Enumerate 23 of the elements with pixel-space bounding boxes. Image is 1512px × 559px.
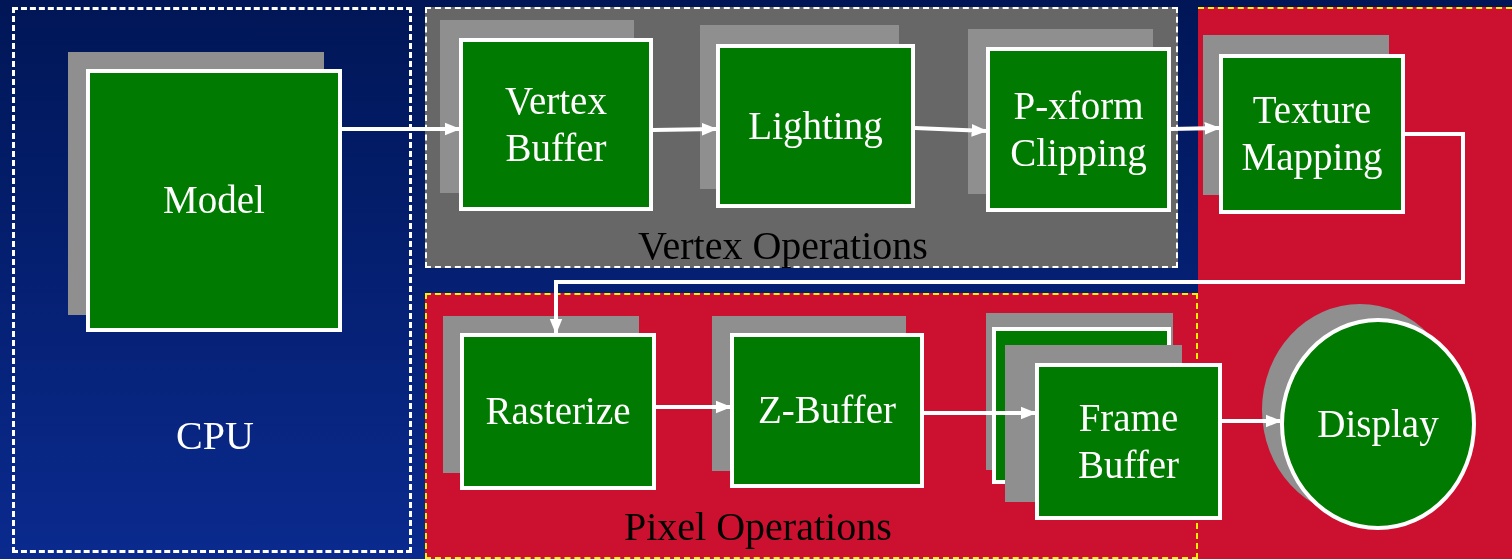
region-panel — [12, 7, 412, 553]
region-panel — [1198, 7, 1512, 559]
arrow — [1222, 414, 1282, 428]
region-label: CPU — [176, 412, 254, 459]
arrow — [656, 400, 732, 414]
arrow — [652, 122, 718, 136]
process-box: Vertex Buffer — [459, 38, 653, 211]
process-box: Z-Buffer — [730, 333, 924, 488]
process-circle: Display — [1280, 318, 1476, 530]
arrow — [549, 132, 1465, 335]
process-box: Texture Mapping — [1219, 54, 1405, 214]
arrow — [342, 122, 461, 136]
region-label: Vertex Operations — [638, 222, 928, 269]
process-box: Model — [86, 69, 342, 332]
arrow — [914, 124, 988, 137]
process-box: Rasterize — [460, 333, 656, 490]
region-panel — [425, 7, 1178, 268]
process-box: Lighting — [716, 44, 915, 208]
region-label: Pixel Operations — [624, 503, 892, 550]
arrow — [924, 406, 1037, 420]
arrow — [1170, 121, 1221, 135]
process-box: P-xform Clipping — [986, 47, 1171, 212]
process-box: Frame Buffer — [1035, 363, 1222, 520]
